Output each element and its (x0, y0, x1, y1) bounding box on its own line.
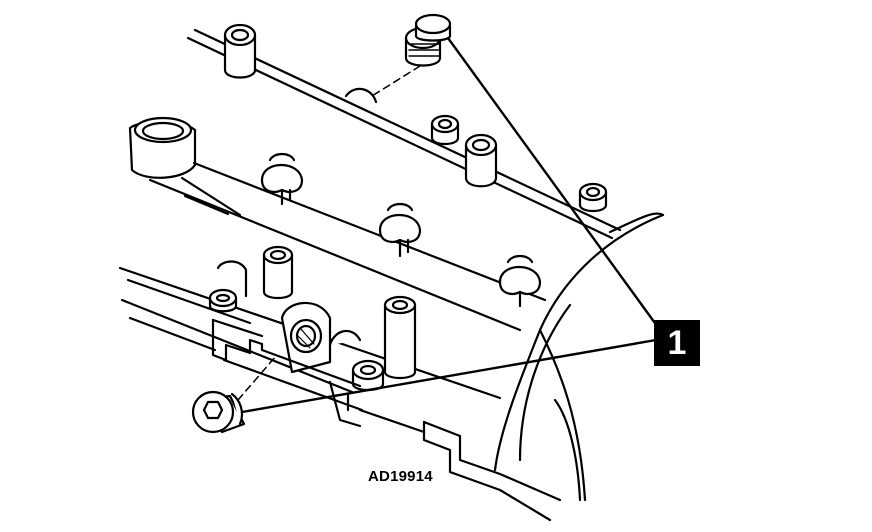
bottom-plug-guide (237, 355, 277, 401)
top-plug (404, 13, 452, 67)
callout-label-box: 1 (654, 320, 700, 366)
upper-rail (186, 28, 665, 240)
bottom-plug (191, 390, 246, 434)
manifold-body (118, 116, 547, 400)
right-housing (493, 213, 665, 502)
injector-ports (260, 152, 542, 308)
figure-reference-code: AD19914 (368, 468, 433, 485)
lower-studs (208, 245, 417, 392)
upper-studs (223, 23, 608, 213)
lower-flange (211, 318, 562, 522)
threaded-boss (280, 301, 332, 374)
callout-leaders (240, 36, 662, 414)
top-plug-guide (371, 65, 421, 97)
